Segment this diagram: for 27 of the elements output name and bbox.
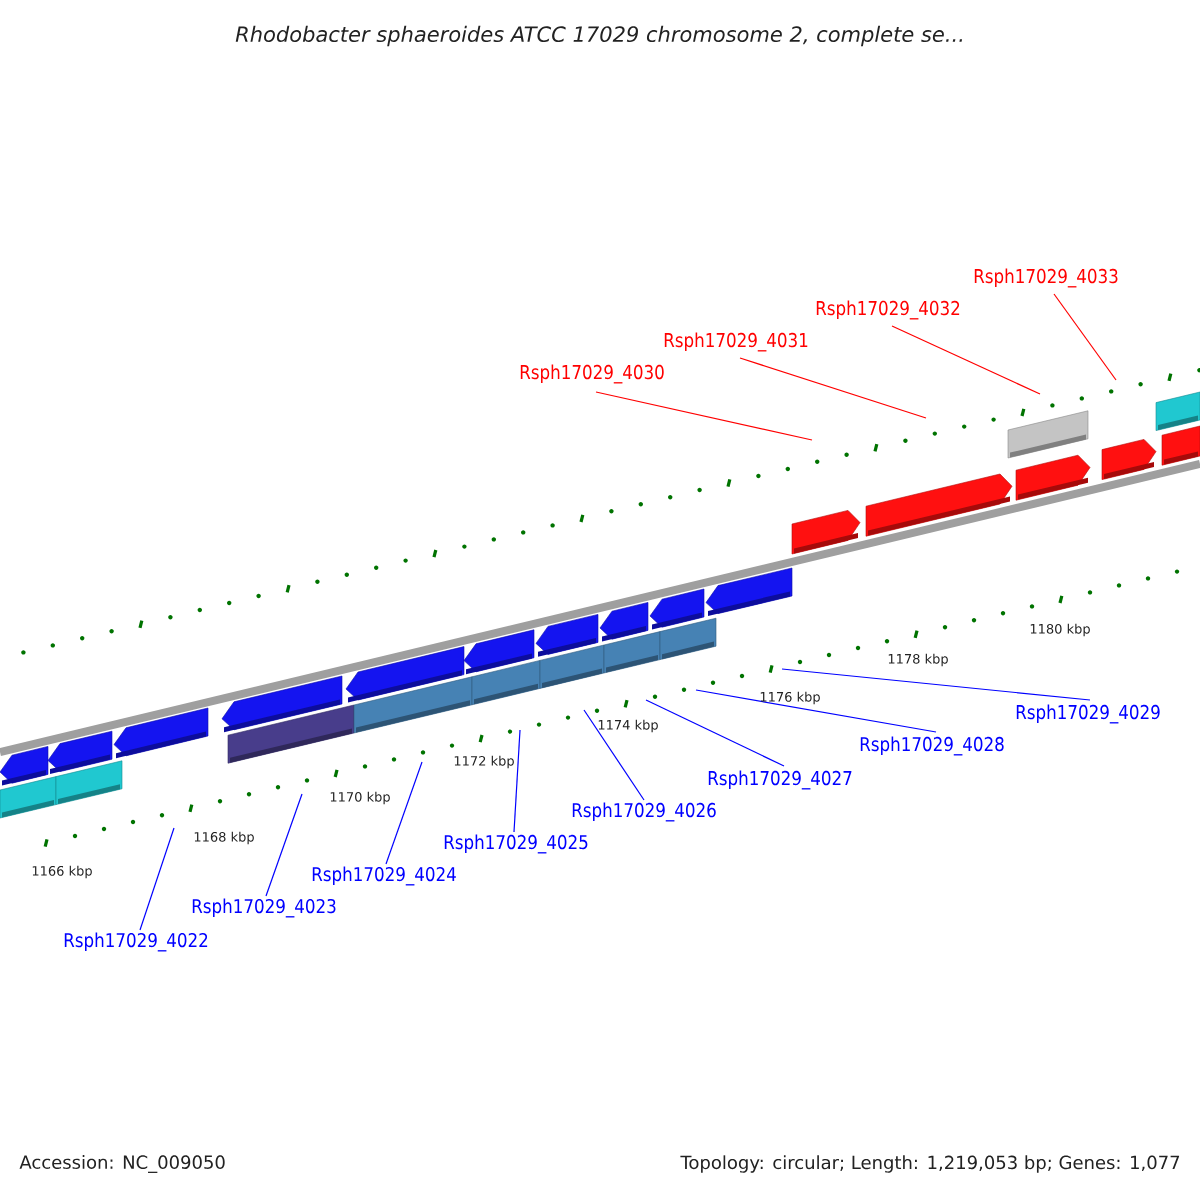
leader-line [891, 325, 1041, 395]
leader-line [1053, 293, 1117, 381]
leader-line [513, 729, 521, 833]
gene-label: Rsph17029_4027 [708, 770, 852, 790]
gene-label: Rsph17029_4025 [444, 834, 588, 854]
title: Rhodobacter sphaeroides ATCC 17029 chromosome 2, complete se... [235, 25, 963, 47]
gene-label: Rsph17029_4026 [572, 802, 716, 822]
footer-text: Accession: NC_009050 [19, 1155, 225, 1173]
gene-label: Rsph17029_4023 [192, 898, 336, 918]
footer-text: Topology: circular; Length: 1,219,053 bp; Genes: 1,077 [680, 1155, 1180, 1173]
leader-line [781, 668, 1091, 701]
gene-label: Rsph17029_4031 [664, 332, 808, 352]
leader-line [265, 793, 303, 897]
gene-label: Rsph17029_4022 [64, 932, 208, 952]
leader-line [695, 689, 937, 733]
leader-line [385, 761, 423, 865]
gene-label: Rsph17029_4030 [520, 364, 664, 384]
gene-label: Rsph17029_4033 [974, 268, 1118, 288]
leader-line [583, 709, 645, 801]
leader-line [595, 391, 813, 441]
gene-label: Rsph17029_4024 [312, 866, 456, 886]
gene-label: Rsph17029_4028 [860, 736, 1004, 756]
leader-line [645, 699, 785, 767]
leader-line [739, 357, 927, 419]
leader-line [139, 827, 175, 931]
gene-label: Rsph17029_4029 [1016, 704, 1160, 724]
gene-label: Rsph17029_4032 [816, 300, 960, 320]
